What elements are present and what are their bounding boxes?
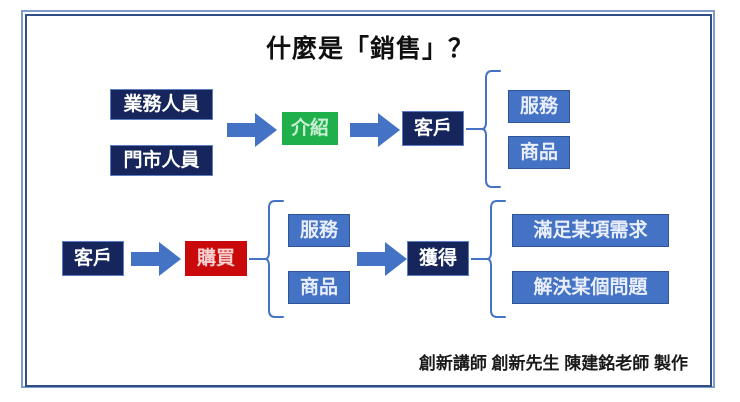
row2-arrow-2 bbox=[357, 241, 407, 277]
row1-target-label: 客戶 bbox=[413, 118, 452, 139]
row2-result-box: 獲得 bbox=[407, 241, 469, 276]
row2-benefit-label-1: 滿足某項需求 bbox=[533, 220, 648, 241]
row2-brace-objects bbox=[249, 200, 289, 318]
row1-target-box: 客戶 bbox=[402, 111, 464, 146]
row1-source-label-2: 門市人員 bbox=[123, 150, 200, 171]
row2-object-box-1: 服務 bbox=[288, 214, 350, 247]
row1-action-label: 介紹 bbox=[290, 118, 329, 139]
row2-arrow-1 bbox=[131, 241, 181, 277]
author-credit: 創新講師 創新先生 陳建銘老師 製作 bbox=[418, 354, 688, 373]
row1-source-box-1: 業務人員 bbox=[110, 89, 213, 120]
row1-arrow-2 bbox=[350, 112, 400, 148]
slide-title: 什麼是「銷售」？ bbox=[265, 35, 474, 63]
row1-arrow-1 bbox=[227, 112, 277, 148]
row2-actor-label: 客戶 bbox=[73, 248, 112, 269]
slide-frame-outer bbox=[21, 10, 715, 388]
row1-action-box: 介紹 bbox=[282, 112, 338, 145]
row2-brace-benefits bbox=[471, 200, 511, 318]
row1-source-label-1: 業務人員 bbox=[123, 94, 200, 115]
row1-outcome-box-2: 商品 bbox=[508, 136, 570, 169]
row1-source-box-2: 門市人員 bbox=[110, 145, 213, 176]
row2-benefit-label-2: 解決某個問題 bbox=[533, 277, 648, 298]
row2-action-box: 購買 bbox=[185, 241, 247, 276]
row1-brace bbox=[466, 70, 506, 188]
row2-result-label: 獲得 bbox=[418, 248, 457, 269]
row1-outcome-label-2: 商品 bbox=[519, 142, 558, 163]
row2-action-label: 購買 bbox=[196, 248, 235, 269]
row1-outcome-box-1: 服務 bbox=[508, 90, 570, 123]
row2-actor-box: 客戶 bbox=[62, 241, 124, 276]
row2-benefit-box-1: 滿足某項需求 bbox=[512, 214, 669, 247]
row2-benefit-box-2: 解決某個問題 bbox=[512, 271, 669, 304]
row2-object-box-2: 商品 bbox=[288, 271, 350, 304]
slide-frame-inner bbox=[25, 14, 712, 387]
row1-outcome-label-1: 服務 bbox=[519, 96, 558, 117]
row2-object-label-1: 服務 bbox=[299, 220, 338, 241]
row2-object-label-2: 商品 bbox=[299, 277, 338, 298]
